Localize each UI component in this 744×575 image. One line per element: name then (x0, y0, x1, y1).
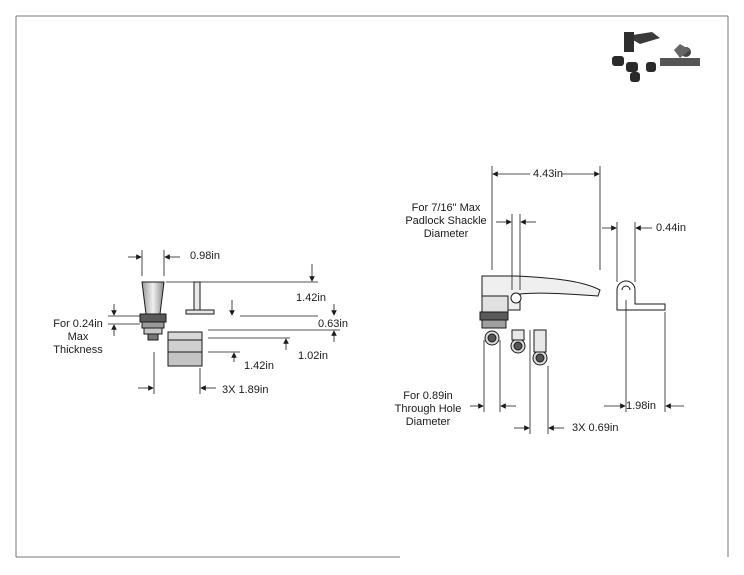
product-thumbnail-icon (612, 32, 700, 82)
note-hole-line-2: Through Hole (394, 403, 462, 415)
note-thickness-line-1: For 0.24in (53, 318, 103, 330)
dim-bracket-height-label: 1.98in (626, 400, 656, 412)
dim-cam-length-label: 1.42in (244, 360, 274, 372)
dim-overall-length-label: 4.43in (533, 168, 563, 180)
note-padlock-line-3: Diameter (423, 228, 469, 240)
note-thickness: For 0.24in Max Thickness (46, 318, 110, 357)
note-padlock-line-1: For 7/16" Max (411, 202, 481, 214)
dim-cam-options-label: 3X 1.89in (222, 384, 269, 396)
note-hole-line-1: For 0.89in (403, 390, 453, 402)
dim-offset-label: 0.44in (656, 222, 686, 234)
sheet-border (15, 15, 729, 558)
left-view-part (139, 281, 215, 367)
note-hole-line-3: Diameter (405, 416, 451, 428)
dim-height-lower-label: 1.02in (298, 350, 328, 362)
dim-height-mid-label: 0.63in (318, 318, 348, 330)
note-thickness-line-2: Max (67, 331, 89, 343)
note-through-hole: For 0.89in Through Hole Diameter (388, 390, 468, 429)
right-view-part (479, 275, 666, 366)
note-padlock: For 7/16" Max Padlock Shackle Diameter (398, 202, 494, 241)
note-thickness-line-3: Thickness (53, 344, 103, 356)
left-view-dimension-lines (108, 250, 340, 394)
dim-height-total-label: 1.42in (296, 292, 326, 304)
right-view-dimension-lines (470, 166, 684, 434)
note-padlock-line-2: Padlock Shackle (405, 215, 487, 227)
dim-width-label: 0.98in (190, 250, 220, 262)
dim-right-cam-options-label: 3X 0.69in (572, 422, 619, 434)
